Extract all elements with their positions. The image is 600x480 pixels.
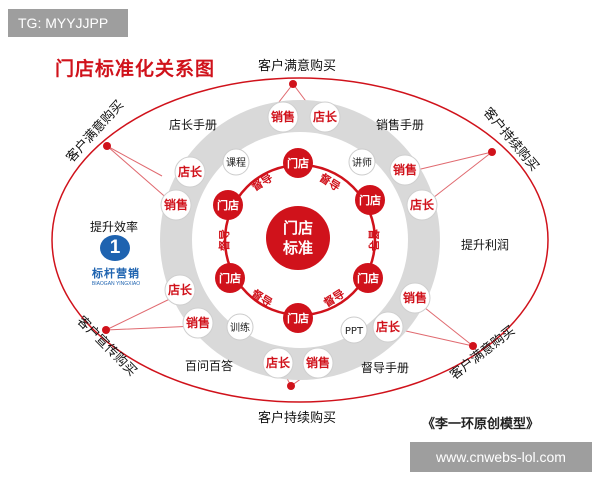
supervisor-manual-text: 督导手册 [361, 360, 409, 375]
model-credit: 《李一环原创模型》 [422, 417, 540, 432]
junction-dots [102, 80, 496, 390]
store-node: 门店 [359, 193, 381, 207]
outer-ellipse [51, 77, 549, 403]
sales-node: 销售 [403, 290, 427, 305]
sales-manual-text: 销售手册 [376, 117, 424, 132]
course-tag: 课程 [226, 157, 246, 169]
manager-node: 店长 [376, 319, 401, 334]
logo-mark: 1 [100, 235, 130, 261]
supervisor-label: 督导 [217, 229, 231, 251]
sales-node: 销售 [306, 355, 330, 370]
ellipse-label-top: 客户满意购买 [258, 58, 336, 74]
lecturer-tag: 讲师 [352, 156, 372, 169]
sales-node: 销售 [271, 109, 295, 124]
outer-role-nodes: 销售 店长 店长 销售 销售 店长 店长 销售 销售 店长 店长 销售 [160, 101, 438, 379]
inner-store-nodes: 门店 门店 门店 门店 门店 门店 [213, 148, 385, 333]
brand-logo: 1 标杆营销 BIAOGAN YINGXIAO [80, 235, 152, 303]
faq-text: 百问百答 [185, 358, 233, 373]
ppt-tag: PPT [345, 326, 364, 337]
website-watermark: www.cnwebs-lol.com [410, 442, 592, 472]
store-node: 门店 [287, 311, 309, 325]
ellipse-label-bottom-left: 客户宣传购买 [74, 313, 140, 379]
center-label-line2: 标准 [282, 239, 313, 257]
supervisor-label: 督导 [367, 229, 381, 251]
logo-name-en: BIAOGAN YINGXIAO [91, 281, 141, 287]
outer-band-texts: 店长手册 销售手册 提升效率 提升利润 百问百答 督导手册 [90, 117, 509, 375]
inner-tags: 课程 讲师 训练 PPT [222, 148, 376, 344]
manager-node: 店长 [313, 109, 338, 124]
manager-node: 店长 [178, 164, 203, 179]
logo-name: 标杆营销 [92, 267, 140, 280]
center-circle [266, 206, 330, 270]
sales-node: 销售 [164, 197, 188, 212]
ellipse-label-bottom-right: 客户满意购买 [447, 323, 518, 384]
efficiency-text: 提升效率 [90, 219, 138, 234]
sales-node: 销售 [186, 315, 210, 330]
ellipse-label-bottom: 客户持续购买 [258, 410, 336, 426]
diagram-title: 门店标准化关系图 [55, 58, 216, 80]
manager-node: 店长 [410, 197, 435, 212]
manager-node: 店长 [266, 355, 291, 370]
training-tag: 训练 [230, 321, 250, 334]
manager-node: 店长 [168, 282, 193, 297]
profit-text: 提升利润 [461, 237, 509, 252]
store-node: 门店 [219, 271, 241, 285]
store-node: 门店 [357, 271, 379, 285]
center-label-line1: 门店 [283, 219, 313, 237]
store-node: 门店 [217, 198, 239, 212]
ellipse-label-top-right: 客户持续购买 [480, 104, 542, 174]
watermark-tag: TG: MYYJJPP [8, 9, 128, 37]
manager-manual-text: 店长手册 [169, 118, 217, 132]
sales-node: 销售 [393, 162, 417, 177]
store-node: 门店 [287, 156, 309, 170]
